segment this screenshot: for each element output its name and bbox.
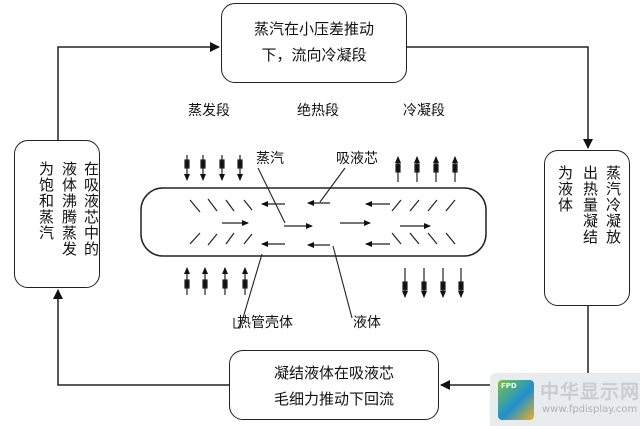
condensation-box: 为液体 出热量凝结 蒸汽冷凝放: [544, 150, 630, 306]
callout-vapor: 蒸汽: [256, 151, 284, 167]
logo-mark-icon: FPD: [498, 380, 534, 420]
vapor-flow-arrows: [222, 220, 431, 229]
callout-shell: 热管壳体: [237, 315, 293, 331]
vapor-flow-box: 蒸汽在小压差推动 下，流向冷凝段: [221, 3, 407, 83]
liquid-return-line-1: 凝结液体在吸液芯: [273, 364, 394, 382]
section-label-adiabatic: 绝热段: [297, 103, 339, 119]
evaporation-box: 为饱和蒸汽 液体沸腾蒸发 在吸液芯中的: [14, 140, 100, 288]
evaporation-strokes: [189, 198, 253, 246]
shell-leader: [233, 253, 263, 329]
condensation-strokes: [391, 199, 456, 245]
logo-title: 中华显示网: [540, 381, 640, 403]
heat-output-arrows: [395, 156, 464, 298]
vapor-leader: [257, 167, 286, 224]
arrow-bottom-to-left: [53, 289, 229, 386]
section-label-evaporation: 蒸发段: [188, 103, 230, 119]
condensation-col-3: 为液体: [556, 165, 574, 213]
condensation-col-2: 出热量凝结: [581, 165, 599, 245]
wick-leader: [319, 167, 346, 203]
cycle-arrows: [53, 42, 593, 390]
vapor-flow-line-2: 下，流向冷凝段: [261, 46, 367, 64]
logo-url: www.fpdisplay.com: [542, 404, 638, 415]
callout-wick: 吸液芯: [336, 151, 378, 167]
leader-lines: [233, 167, 353, 329]
heat-input-arrows: [184, 155, 248, 295]
arrow-top-to-right: [407, 46, 593, 149]
evaporation-col-1: 液体沸腾蒸发: [60, 161, 78, 257]
vapor-flow-line-1: 蒸汽在小压差推动: [253, 20, 374, 38]
liquid-return-line-2: 毛细力推动下回流: [273, 390, 394, 408]
liquid-return-box: 凝结液体在吸液芯 毛细力推动下回流: [229, 350, 439, 420]
evaporation-col-3: 为饱和蒸汽: [37, 161, 55, 241]
liquid-leader: [332, 245, 353, 319]
callout-liquid: 液体: [353, 315, 381, 331]
evaporation-col-2: 在吸液芯中的: [82, 161, 100, 257]
site-logo: FPD 中华显示网 www.fpdisplay.com: [490, 373, 640, 426]
liquid-flow-arrows: [261, 200, 390, 248]
condensation-col-1: 蒸汽冷凝放: [604, 165, 622, 245]
section-label-condensation: 冷凝段: [403, 103, 445, 119]
heat-pipe-shell: [140, 187, 487, 257]
arrow-left-to-top: [57, 42, 220, 140]
